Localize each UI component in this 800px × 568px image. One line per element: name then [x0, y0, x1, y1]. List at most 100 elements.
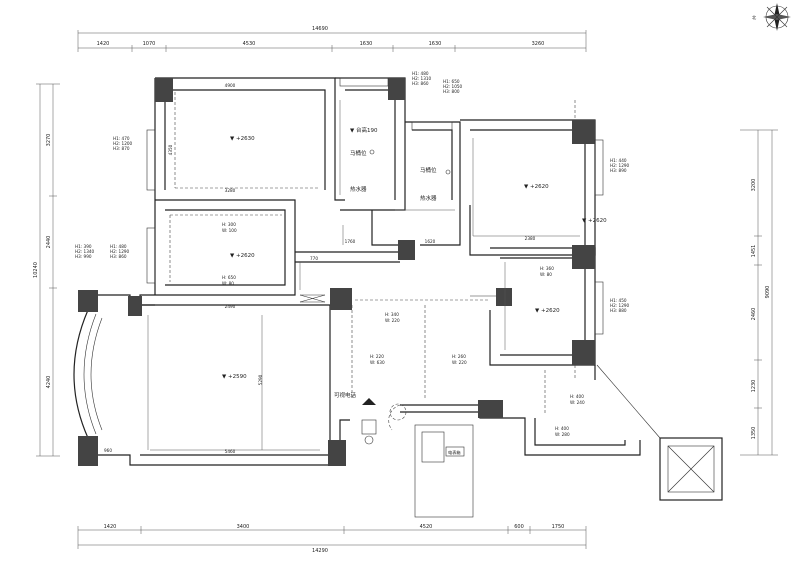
right-dim-4: 1230	[751, 380, 757, 393]
svg-text:H: 340: H: 340	[385, 312, 399, 317]
top-dim-5: 1630	[429, 41, 442, 47]
water-heater-2: 热水器	[420, 194, 437, 202]
inner-dim-8: 1760	[345, 239, 356, 244]
svg-text:H2: 1290: H2: 1290	[110, 249, 130, 254]
bottom-dim-5: 1750	[552, 524, 565, 530]
structural-columns	[78, 78, 595, 466]
walls	[80, 77, 641, 466]
bottom-total-dim: 14290	[312, 548, 328, 554]
inner-dim-11: 2380	[525, 236, 536, 241]
top-dim-6: 3260	[532, 41, 545, 47]
svg-text:H3: 890: H3: 890	[610, 168, 627, 173]
svg-text:H1: 390: H1: 390	[75, 244, 92, 249]
top-dim-1: 1420	[97, 41, 110, 47]
inner-dim-6: 5290	[258, 374, 263, 385]
window-spec-w4: H1: 480 H2: 1310 H3: 860	[412, 71, 432, 86]
svg-text:H2: 1340: H2: 1340	[75, 249, 95, 254]
compass-rose-icon	[763, 3, 791, 31]
svg-text:H: 360: H: 360	[540, 266, 554, 271]
compass-label: 北	[752, 14, 757, 21]
toilet-position-2: 马桶位	[420, 166, 437, 174]
svg-text:W: 100: W: 100	[222, 228, 237, 233]
svg-text:H3: 860: H3: 860	[412, 81, 429, 86]
svg-text:W: 220: W: 220	[452, 360, 467, 365]
svg-text:H: 300: H: 300	[222, 222, 236, 227]
room-elevation-5: ▼ +2590	[222, 374, 247, 380]
bottom-dim-4: 600	[514, 524, 524, 530]
right-total-dim: 9090	[765, 286, 771, 299]
svg-text:H1: 440: H1: 440	[610, 158, 627, 163]
room-elevation-3: ▼ +2620	[524, 184, 549, 190]
meter-box-label: 电表箱	[448, 449, 461, 456]
opening-o8: H: 400 W: 280	[555, 426, 570, 437]
opening-o6: H: 260 W: 220	[452, 354, 467, 365]
svg-text:H3: 860: H3: 860	[110, 254, 127, 259]
inner-dim-4: 4350	[168, 144, 173, 155]
right-dim-2: 1451	[751, 245, 757, 258]
room-elevation-2: ▼ +2620	[230, 253, 255, 259]
opening-o1: H: 300 W: 100	[222, 222, 237, 233]
svg-text:H: 400: H: 400	[555, 426, 569, 431]
svg-text:H3: 800: H3: 800	[443, 89, 460, 94]
svg-text:H3: 880: H3: 880	[610, 308, 627, 313]
window-spec-w2: H1: 390 H2: 1340 H3: 990	[75, 244, 95, 259]
window-spec-w7: H1: 450 H2: 1290 H3: 880	[610, 298, 630, 313]
top-total-dim: 14690	[312, 26, 328, 32]
top-dim-4: 1630	[360, 41, 373, 47]
svg-text:H2: 1200: H2: 1200	[113, 141, 133, 146]
svg-text:W: 80: W: 80	[540, 272, 552, 277]
svg-text:W: 240: W: 240	[570, 400, 585, 405]
right-dim-5: 1350	[751, 427, 757, 440]
left-dim-1: 3270	[46, 134, 52, 147]
svg-text:H: 220: H: 220	[370, 354, 384, 359]
opening-o7: H: 400 W: 240	[570, 394, 585, 405]
svg-text:H3: 990: H3: 990	[75, 254, 92, 259]
svg-text:H: 400: H: 400	[570, 394, 584, 399]
windows	[146, 77, 604, 335]
svg-text:H1: 470: H1: 470	[113, 136, 130, 141]
bottom-dimension-chain	[77, 526, 587, 549]
left-dim-2: 2440	[46, 236, 52, 249]
ceiling-height-label: ▼ 台高190	[350, 126, 378, 134]
top-dim-2: 1070	[143, 41, 156, 47]
window-spec-w6: H1: 440 H2: 1290 H3: 890	[610, 158, 630, 173]
kitchen-counter	[414, 424, 474, 518]
inner-dim-1: 4900	[225, 83, 236, 88]
intercom-label: 可视电话	[334, 391, 357, 399]
bottom-dim-2: 3400	[237, 524, 250, 530]
water-heater-1: 热水器	[350, 185, 367, 193]
room-elevation-6: ▼ +2620	[582, 218, 607, 224]
svg-text:H1: 480: H1: 480	[110, 244, 127, 249]
right-dim-1: 3200	[751, 179, 757, 192]
svg-text:H2: 1310: H2: 1310	[412, 76, 432, 81]
bay-window	[73, 309, 103, 439]
opening-o3: H: 360 W: 80	[540, 266, 554, 277]
left-dim-3: 4240	[46, 376, 52, 389]
left-total-dim: 10240	[33, 262, 39, 278]
inner-dim-7: 770	[310, 256, 318, 261]
svg-text:H: 650: H: 650	[222, 275, 236, 280]
svg-text:H3: 870: H3: 870	[113, 146, 130, 151]
bottom-dim-1: 1420	[104, 524, 117, 530]
fixtures	[361, 149, 451, 445]
inner-dim-5: 5460	[225, 449, 236, 454]
room-elevation-1: ▼ +2630	[230, 136, 255, 142]
window-spec-w1: H1: 470 H2: 1200 H3: 870	[113, 136, 133, 151]
door-swing	[388, 403, 407, 431]
top-dimension-chain	[77, 30, 587, 52]
inner-dim-3: 2490	[225, 304, 236, 309]
opening-o5: H: 220 W: 630	[370, 354, 385, 365]
dimension-guides	[147, 92, 580, 451]
right-dimension-chain	[740, 129, 778, 456]
inner-dim-2: 3280	[225, 188, 236, 193]
svg-text:H1: 480: H1: 480	[412, 71, 429, 76]
svg-text:H1: 650: H1: 650	[443, 79, 460, 84]
svg-text:W: 220: W: 220	[385, 318, 400, 323]
toilet-position-1: 马桶位	[350, 149, 367, 157]
left-dimension-chain	[36, 83, 60, 457]
svg-text:H2: 1290: H2: 1290	[610, 303, 630, 308]
inner-dim-10: 960	[104, 448, 112, 453]
elevator-shaft	[596, 364, 723, 501]
svg-text:H1: 450: H1: 450	[610, 298, 627, 303]
svg-text:W: 80: W: 80	[222, 281, 234, 286]
